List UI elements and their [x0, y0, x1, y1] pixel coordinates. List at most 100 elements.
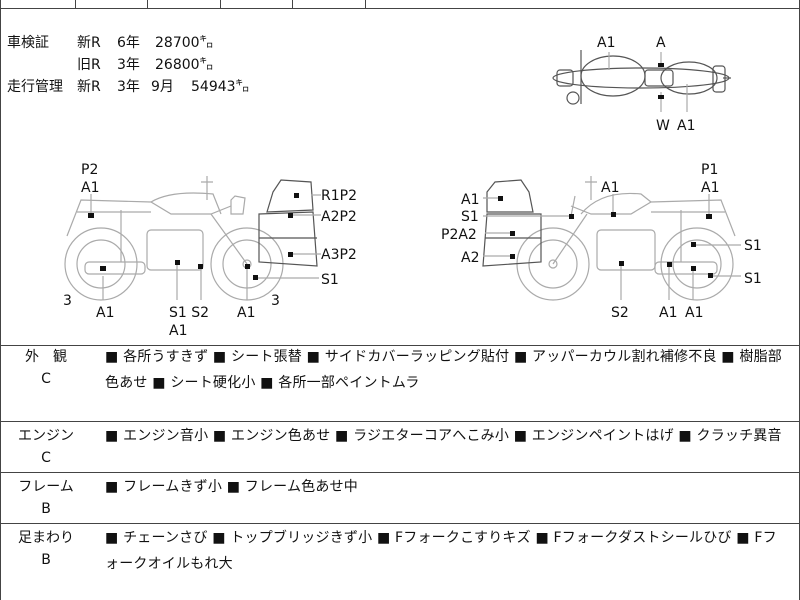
left-p2-label: P2	[81, 162, 98, 178]
odometer-period: 3年	[117, 79, 140, 95]
top-w-label: W	[656, 118, 670, 134]
damage-marker	[667, 262, 672, 267]
top-a1-right-label: A1	[677, 118, 695, 134]
top-view-headlight	[556, 69, 574, 87]
right-rear-wheel	[660, 227, 734, 301]
damage-marker	[175, 260, 180, 265]
left-3-right-label: 3	[271, 293, 280, 309]
left-r1p2-label: R1P2	[321, 188, 357, 204]
right-engine	[596, 229, 656, 271]
motorcycle-right-view: P1 A1 A1 A1 S1 P2A2 A2 S1 S1 S2 A1 A1	[441, 162, 762, 321]
damage-marker	[658, 63, 664, 67]
section-divider	[1, 345, 799, 346]
right-a1-bottom-label: A1	[685, 305, 703, 321]
damage-marker	[708, 273, 713, 278]
right-a2-label: A2	[461, 250, 479, 266]
damage-marker	[619, 261, 624, 266]
section-exterior-notes: ■ 各所うすきず ■ シート張替 ■ サイドカバーラッピング貼付 ■ アッパーカ…	[105, 349, 782, 391]
damage-marker	[288, 213, 293, 218]
odometer-value: 54943㌔	[191, 79, 250, 95]
damage-marker	[245, 264, 250, 269]
damage-marker	[294, 193, 299, 198]
right-front-hub	[548, 259, 558, 269]
right-cowl-side	[482, 213, 542, 267]
odometer-label: 車検証	[7, 35, 49, 51]
odometer-period: 3年	[117, 57, 140, 73]
top-view-tail	[712, 65, 726, 93]
right-p2a2-label: P2A2	[441, 227, 477, 243]
right-s1-label: S1	[744, 238, 762, 254]
section-grade: C	[41, 450, 51, 466]
top-view-tank	[580, 55, 646, 97]
left-rear-wheel-inner	[76, 239, 126, 289]
section-grade: C	[41, 371, 51, 387]
left-headlight	[230, 195, 246, 215]
section-grade: B	[41, 501, 51, 517]
right-muffler	[654, 261, 718, 275]
left-a3p2-label: A3P2	[321, 247, 357, 263]
motorcycle-left-view: P2 A1 R1P2 A2P2 A3P2 S1 3 A1 S1 S2 A1 A1…	[63, 162, 357, 339]
section-suspension-title: 足まわり B	[1, 527, 91, 571]
right-cowl-top	[486, 179, 534, 213]
section-grade: B	[41, 552, 51, 568]
damage-marker	[100, 266, 106, 271]
right-fork	[552, 213, 588, 265]
top-a1-left-label: A1	[597, 35, 615, 51]
damage-marker	[569, 214, 574, 219]
odometer-kind: 新R	[77, 35, 101, 51]
left-3-label: 3	[63, 293, 72, 309]
right-s1-cowl-label: S1	[461, 209, 479, 225]
top-table-edge	[1, 0, 799, 9]
right-a1-bottom-label: A1	[659, 305, 677, 321]
column-divider	[220, 0, 221, 8]
damage-marker	[691, 242, 696, 247]
top-view-frame	[644, 69, 674, 87]
damage-diagram: A1 A W A1	[63, 35, 762, 339]
right-tank	[580, 192, 652, 215]
damage-marker	[498, 196, 503, 201]
damage-marker	[198, 264, 203, 269]
leader-line	[570, 195, 576, 217]
right-front-wheel-inner	[528, 239, 578, 289]
section-frame-notes: ■ フレームきず小 ■ フレーム色あせ中	[105, 479, 358, 495]
odometer-label: 走行管理	[7, 79, 63, 95]
left-muffler	[84, 261, 146, 275]
odometer-month: 9月	[151, 79, 174, 95]
left-a1-mid-label: A1	[169, 323, 187, 339]
odometer-value: 28700㌔	[155, 35, 214, 51]
right-a1-tank-label: A1	[601, 180, 619, 196]
left-s1-label: S1	[321, 272, 339, 288]
top-view-seat	[660, 61, 718, 95]
damage-marker	[706, 214, 712, 219]
section-frame-title: フレーム B	[1, 476, 91, 520]
right-body-line	[570, 199, 736, 237]
section-engine-title: エンジン C	[1, 425, 91, 469]
left-tank	[150, 192, 222, 215]
section-engine-notes: ■ エンジン音小 ■ エンジン色あせ ■ ラジエターコアへこみ小 ■ エンジンペ…	[105, 428, 782, 444]
left-a1-rear-label: A1	[237, 305, 255, 321]
top-a-label: A	[656, 35, 666, 51]
top-view-mirror	[566, 91, 580, 105]
column-divider	[365, 0, 366, 8]
section-title: フレーム	[18, 479, 74, 495]
section-divider	[1, 472, 799, 473]
left-a2p2-label: A2P2	[321, 209, 357, 225]
damage-marker	[88, 213, 94, 218]
column-divider	[75, 0, 76, 8]
left-a1-front-label: A1	[96, 305, 114, 321]
odometer-kind: 旧R	[77, 57, 101, 73]
left-a1-top-label: A1	[81, 180, 99, 196]
left-body-line	[66, 199, 232, 237]
right-p1-label: P1	[701, 162, 718, 178]
damage-marker	[510, 231, 515, 236]
odometer-value: 26800㌔	[155, 57, 214, 73]
section-title: 足まわり	[18, 530, 74, 546]
left-handlebar	[201, 176, 213, 200]
left-engine	[146, 229, 204, 271]
left-fork	[210, 213, 248, 265]
damage-marker	[611, 212, 616, 217]
left-cowl-side	[258, 211, 318, 267]
right-a1-top-label: A1	[701, 180, 719, 196]
